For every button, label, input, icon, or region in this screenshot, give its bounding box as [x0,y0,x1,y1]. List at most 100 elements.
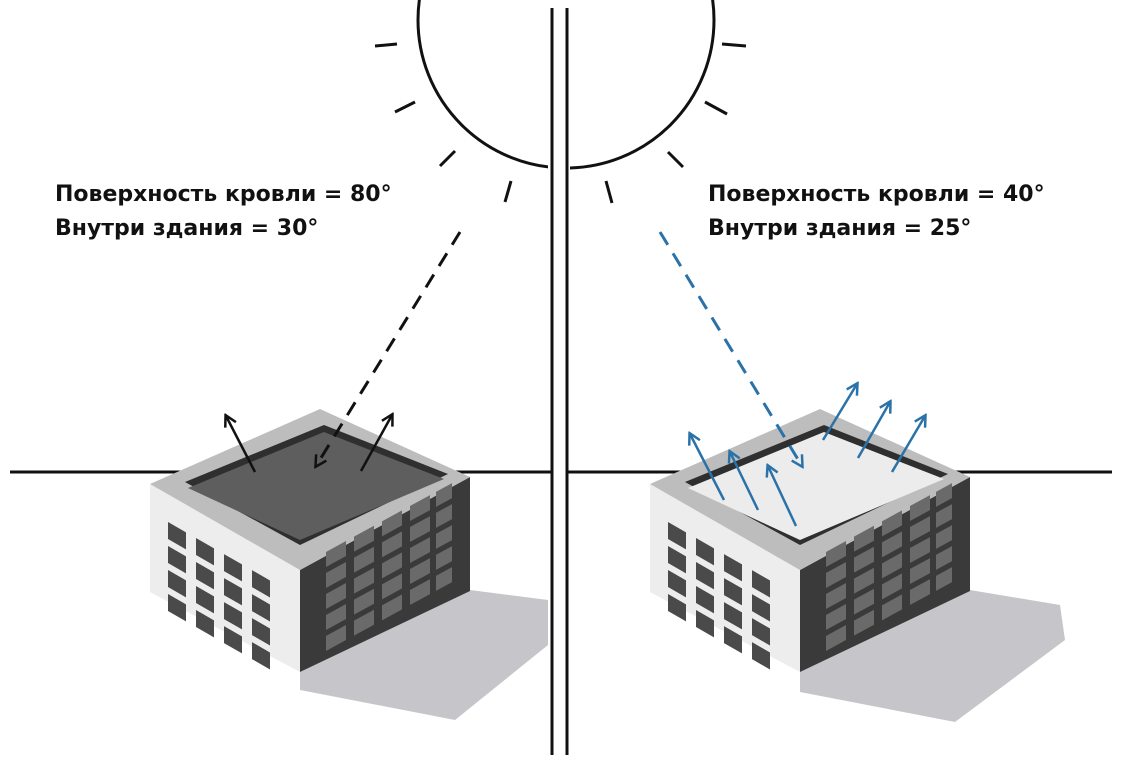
window [196,586,214,614]
reflected-arrow [226,416,257,473]
window [410,558,430,585]
window [696,538,714,566]
window [936,483,952,507]
window [436,483,452,507]
window [224,626,242,654]
window [882,573,902,600]
window [196,538,214,566]
sun-rays [374,42,747,204]
window [724,626,742,654]
window [936,504,952,528]
window [826,604,846,630]
window [752,642,770,670]
window [436,525,452,549]
window [882,531,902,558]
window [696,586,714,614]
window [326,604,346,630]
window [936,567,952,591]
window [854,525,874,552]
window [224,602,242,630]
inside-temp-label: Внутри здания = 25° [708,216,972,241]
window [724,554,742,582]
window [910,516,930,543]
window [252,618,270,646]
window [854,546,874,573]
window [168,546,186,574]
window [826,625,846,651]
window [668,594,686,622]
window [910,558,930,585]
window [854,567,874,594]
window [854,609,874,636]
window [436,567,452,591]
sun-icon [374,0,747,204]
side-windows [326,483,452,651]
window [882,594,902,621]
window [326,541,346,567]
window [196,562,214,590]
window [854,588,874,615]
window [410,579,430,606]
window [910,579,930,606]
window [252,642,270,670]
roof-surface [188,432,444,540]
window [354,525,374,552]
window [696,610,714,638]
window [724,602,742,630]
window [382,552,402,579]
window [410,516,430,543]
window [326,562,346,588]
window [354,567,374,594]
panel-divider [550,8,569,755]
window [382,510,402,537]
window [382,531,402,558]
window [882,552,902,579]
window [224,578,242,606]
incoming-ray-arrow [316,231,462,466]
window [936,525,952,549]
building-dark-roof-icon [150,231,548,720]
window [196,610,214,638]
window [224,554,242,582]
window [436,504,452,528]
window [354,588,374,615]
roof-surface [688,432,944,540]
front-windows [168,522,270,670]
roof-surface-temp-label: Поверхность кровли = 40° [708,182,1045,207]
right-caption: Поверхность кровли = 40° Внутри здания =… [708,178,1045,246]
window [168,594,186,622]
window [668,546,686,574]
window [668,522,686,550]
window [910,537,930,564]
left-caption: Поверхность кровли = 80° Внутри здания =… [55,178,392,246]
window [826,583,846,609]
window [882,510,902,537]
window [936,546,952,570]
window [752,618,770,646]
side-windows [826,483,952,651]
reflected-arrows [690,384,925,527]
window [696,562,714,590]
window [354,546,374,573]
window [826,562,846,588]
roof-surface-temp-label: Поверхность кровли = 80° [55,182,392,207]
inside-temp-label: Внутри здания = 30° [55,216,319,241]
window [826,541,846,567]
window [410,537,430,564]
building-cool-roof-icon [650,231,1065,722]
window [168,522,186,550]
building-shadow [800,590,1065,722]
building-shadow [300,590,548,720]
window [410,495,430,522]
window [354,609,374,636]
window [382,594,402,621]
window [436,546,452,570]
window [910,495,930,522]
window [382,573,402,600]
window [752,594,770,622]
window [326,583,346,609]
window [252,594,270,622]
window [724,578,742,606]
front-windows [668,522,770,670]
